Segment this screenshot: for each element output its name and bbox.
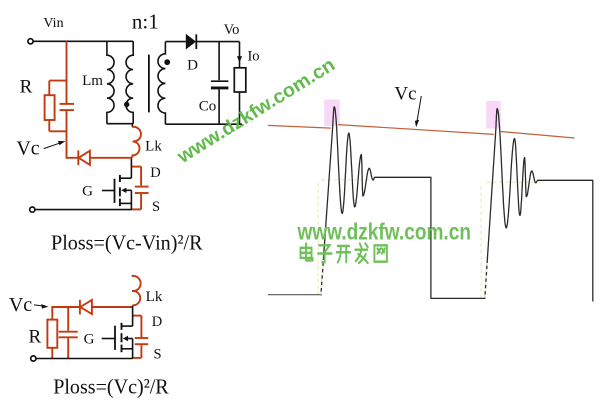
svg-text:Ploss=(Vc-Vin)²/R: Ploss=(Vc-Vin)²/R: [51, 230, 203, 254]
svg-text:S: S: [152, 199, 160, 215]
svg-text:Vo: Vo: [224, 22, 240, 38]
svg-text:Ploss=(Vc)²/R: Ploss=(Vc)²/R: [53, 374, 169, 398]
svg-text:G: G: [84, 332, 95, 348]
svg-text:n:1: n:1: [132, 10, 159, 34]
svg-text:Co: Co: [199, 99, 217, 115]
svg-text:R: R: [28, 327, 41, 348]
svg-text:D: D: [152, 314, 162, 330]
svg-text:Vc: Vc: [16, 138, 39, 160]
svg-text:Lk: Lk: [146, 289, 163, 305]
svg-text:S: S: [153, 347, 161, 363]
svg-text:R: R: [20, 77, 33, 98]
svg-text:Io: Io: [247, 49, 259, 65]
svg-text:www.dzkfw.com.cn: www.dzkfw.com.cn: [297, 218, 471, 244]
svg-text:G: G: [82, 184, 93, 200]
svg-text:Vin: Vin: [43, 16, 63, 31]
svg-text:D: D: [150, 165, 160, 181]
svg-text:Vc: Vc: [394, 84, 416, 105]
svg-text:Lk: Lk: [145, 139, 162, 155]
svg-text:Vc: Vc: [9, 294, 32, 316]
svg-text:Lm: Lm: [82, 73, 103, 89]
svg-text:D: D: [187, 58, 198, 74]
